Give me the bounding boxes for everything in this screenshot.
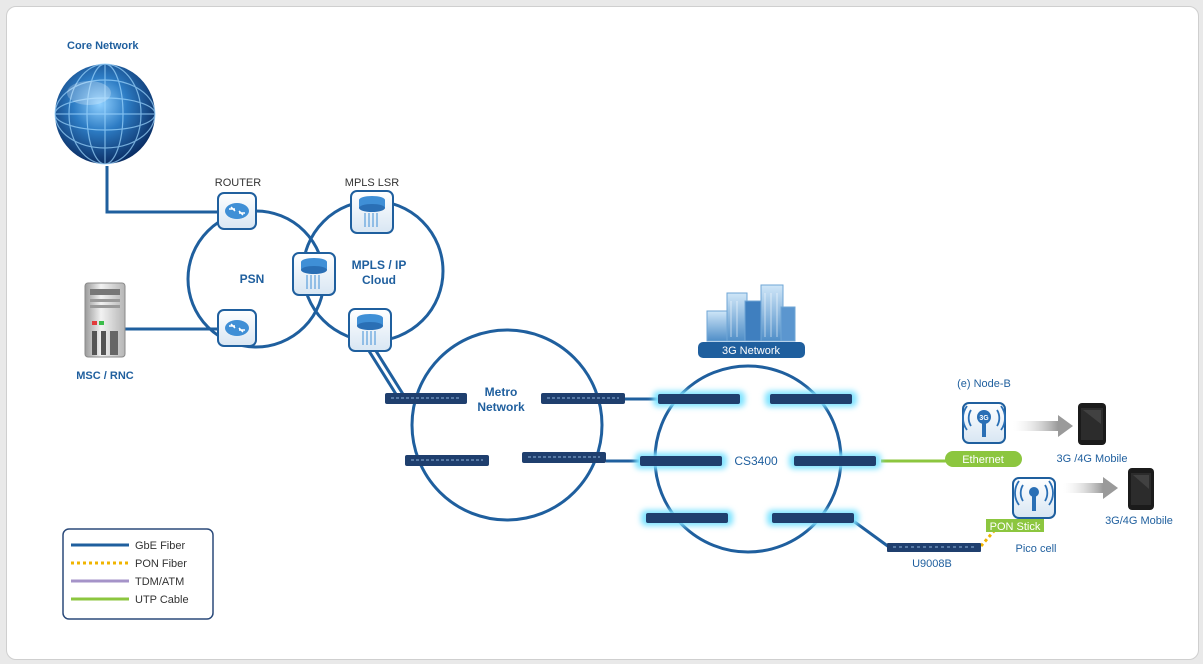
3g-network-label: 3G Network [722, 345, 781, 357]
u9008b-device-icon [887, 543, 981, 552]
cs3400-label: CS3400 [734, 454, 778, 468]
link-cs-u9008b [851, 518, 890, 549]
pico-antenna-icon [1012, 477, 1056, 519]
switch-icon [653, 391, 745, 407]
pon-stick-bg [986, 519, 1044, 532]
metro-ring [410, 328, 604, 522]
mpls-cloud-label: Cloud [362, 273, 396, 287]
router-icon-bottom [217, 309, 257, 347]
switch-icon [405, 455, 489, 466]
nodeb-antenna-icon [962, 402, 1006, 444]
switch-icon [635, 453, 727, 469]
pico-cell-label: Pico cell [1016, 543, 1057, 555]
u9008b-label: U9008B [912, 558, 952, 570]
arrow-icon [1013, 415, 1073, 437]
gbe-links [105, 166, 890, 549]
switch-icon [385, 393, 467, 404]
pon-link [979, 530, 996, 547]
switch-icon [522, 452, 606, 463]
network-rings [186, 199, 843, 554]
lsr-switch-icon-middle [292, 252, 336, 296]
3g-badge: 3G [979, 415, 989, 422]
legend-label: GbE Fiber [135, 540, 185, 552]
arrow-icon [1063, 477, 1118, 499]
switch-icon [789, 453, 881, 469]
link-core-router [105, 166, 218, 214]
lsr-switch-icon-bottom [348, 308, 392, 352]
router-label: ROUTER [215, 177, 262, 189]
phone-icon [1128, 468, 1154, 510]
globe-icon [54, 63, 156, 165]
mpls-ip-label: MPLS / IP [352, 258, 407, 272]
metro-label: Metro [485, 385, 518, 399]
psn-label: PSN [240, 272, 265, 286]
link-lsr-switch-a [362, 342, 401, 400]
legend-label: PON Fiber [135, 558, 187, 570]
metro-network-label: Network [477, 400, 525, 414]
switch-icon [765, 391, 857, 407]
ethernet-label: Ethernet [962, 454, 1004, 466]
mobile-label-2: 3G/4G Mobile [1105, 515, 1173, 527]
mobile-label-1: 3G /4G Mobile [1057, 453, 1128, 465]
cs3400-switch-icons [635, 391, 881, 526]
msc-rnc-label: MSC / RNC [76, 370, 134, 382]
3g-network-badge [698, 342, 805, 358]
switch-icon [767, 510, 859, 526]
link-lsr-switch-b [369, 342, 408, 400]
legend-label: TDM/ATM [135, 576, 184, 588]
router-icon-top [217, 192, 257, 230]
ethernet-pill [945, 451, 1022, 467]
switch-icon [541, 393, 625, 404]
core-network-label: Core Network [67, 40, 139, 52]
mpls-lsr-label: MPLS LSR [345, 177, 399, 189]
buildings-icon [706, 284, 796, 342]
metro-switch-icons [385, 393, 625, 466]
node-b-label: (e) Node-B [957, 378, 1011, 390]
server-icon [84, 282, 126, 358]
pon-stick-label: PON Stick [990, 521, 1041, 533]
phone-icon [1078, 403, 1106, 445]
legend-label: UTP Cable [135, 594, 189, 606]
lsr-switch-icon-top [350, 190, 394, 234]
switch-icon [641, 510, 733, 526]
